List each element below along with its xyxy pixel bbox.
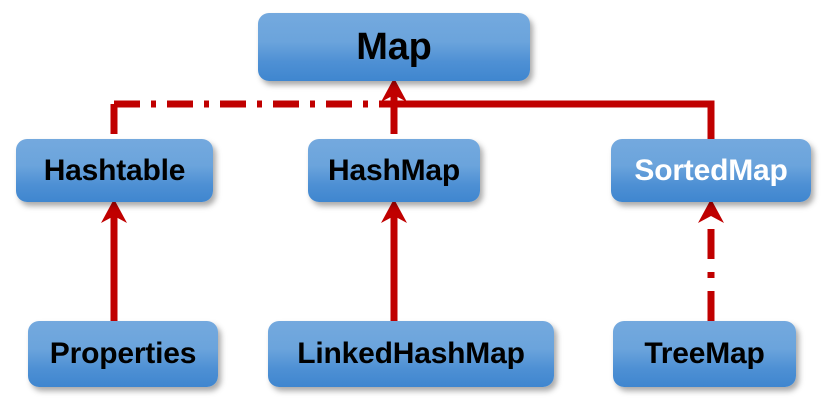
node-map-label: Map (356, 26, 432, 68)
node-treemap-label: TreeMap (644, 337, 765, 370)
node-hashtable[interactable]: Hashtable (16, 139, 213, 202)
node-hashtable-label: Hashtable (43, 153, 186, 187)
edge-sortedmap-to-map (394, 100, 715, 142)
node-linkedhashmap[interactable]: LinkedHashMap (268, 321, 554, 387)
arrowhead-into-hashtable-icon (101, 199, 127, 223)
arrowhead-into-sortedmap-icon (698, 199, 724, 223)
arrowhead-into-hashmap-icon (381, 199, 407, 223)
node-hashmap-label: HashMap (328, 153, 460, 187)
node-properties[interactable]: Properties (28, 321, 218, 387)
node-hashmap[interactable]: HashMap (308, 139, 480, 202)
node-sortedmap[interactable]: SortedMap (611, 139, 811, 202)
node-properties-label: Properties (49, 337, 197, 370)
arrowhead-into-map-icon (381, 78, 407, 102)
node-map[interactable]: Map (258, 13, 530, 81)
node-treemap[interactable]: TreeMap (613, 321, 796, 387)
node-sortedmap-label: SortedMap (634, 153, 788, 187)
node-linkedhashmap-label: LinkedHashMap (297, 337, 525, 370)
